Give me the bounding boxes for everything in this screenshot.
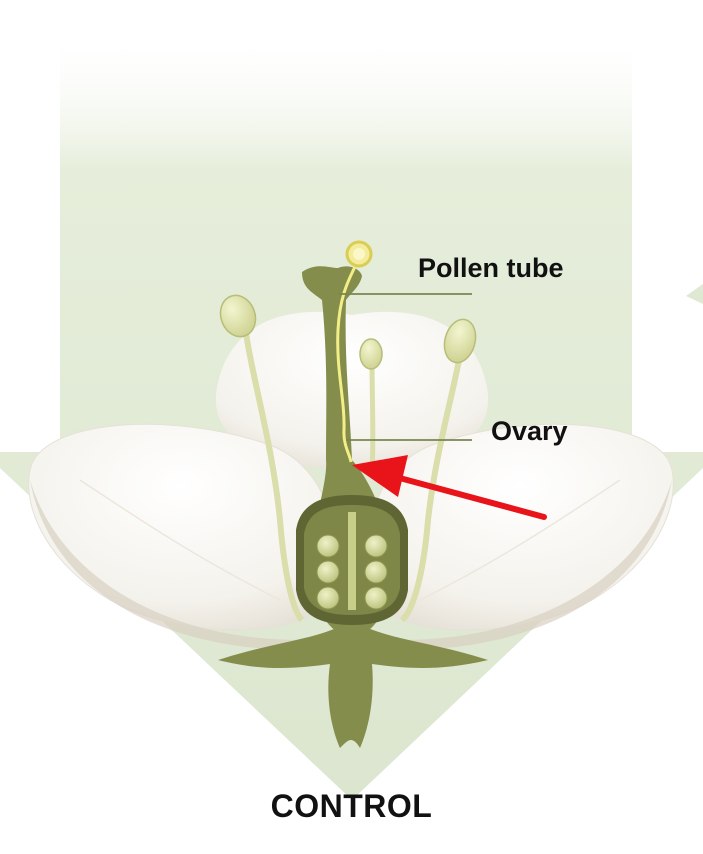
label-ovary: Ovary [491,416,568,447]
label-pollen-tube: Pollen tube [418,253,564,284]
caption-control: CONTROL [0,788,703,825]
